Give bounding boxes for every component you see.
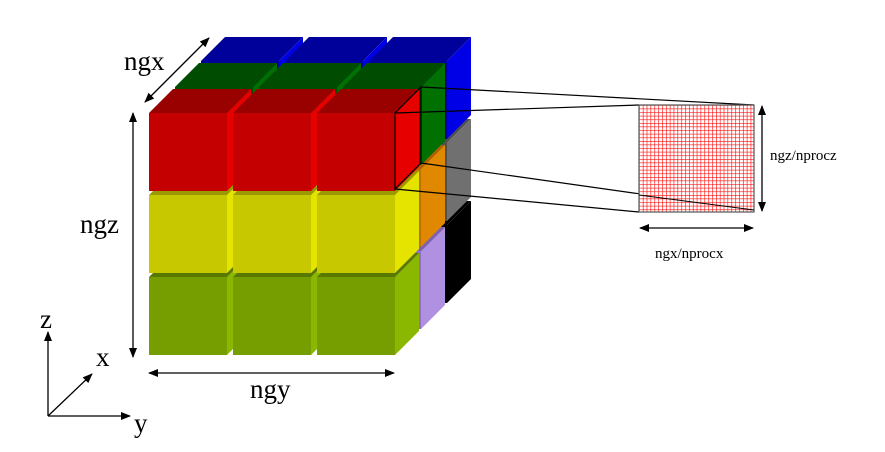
block-top-face	[343, 63, 445, 87]
block-top-face	[259, 63, 361, 87]
ngz-label: ngz	[80, 209, 119, 239]
processor-block	[317, 89, 419, 191]
ngy-label: ngy	[250, 374, 291, 404]
highlight-slab-outline	[394, 85, 755, 213]
block-top-face	[233, 89, 335, 113]
block-side-face	[447, 201, 471, 303]
y-axis-label: y	[134, 408, 148, 438]
block-front-face	[233, 277, 311, 355]
local-grid	[638, 104, 755, 213]
grid-perspective-line	[638, 194, 755, 211]
block-front-face	[149, 277, 227, 355]
block-front-face	[149, 113, 227, 191]
block-top-face	[317, 89, 419, 113]
block-front-face	[233, 113, 311, 191]
block-front-face	[233, 195, 311, 273]
block-top-face	[201, 37, 303, 61]
block-front-face	[317, 195, 395, 273]
block-side-face	[421, 145, 445, 247]
x-axis-label: x	[96, 342, 110, 372]
grid-width-label: ngx/nprocx	[655, 246, 724, 262]
block-front-face	[317, 113, 395, 191]
grid-height-label: ngz/nprocz	[770, 148, 837, 164]
block-front-face	[149, 195, 227, 273]
block-side-face	[395, 171, 419, 273]
x-axis	[47, 373, 93, 417]
coordinate-axes: z x y	[40, 304, 148, 438]
ngx-label: ngx	[124, 46, 165, 76]
block-front-face	[317, 277, 395, 355]
block-side-face	[395, 253, 419, 355]
block-side-face	[395, 89, 419, 191]
block-side-face	[421, 227, 445, 329]
processor-blocks	[149, 37, 471, 355]
ngx-arrow	[144, 37, 210, 103]
z-axis-label: z	[40, 304, 52, 334]
block-side-face	[447, 37, 471, 139]
block-top-face	[369, 37, 471, 61]
block-top-face	[285, 37, 387, 61]
